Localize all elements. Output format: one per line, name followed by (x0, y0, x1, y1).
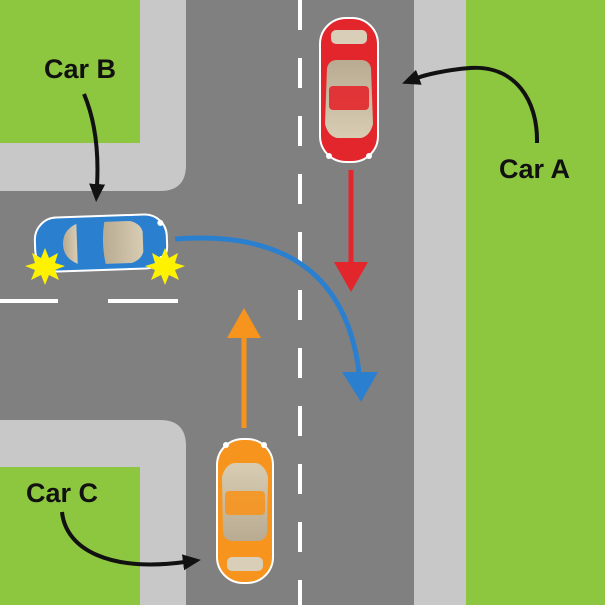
lane-markings (0, 0, 302, 605)
direction-arrow-b (174, 235, 378, 402)
car-c (216, 438, 274, 584)
car-a (319, 17, 379, 163)
collision-stars (25, 248, 185, 285)
car-b-label: Car B (44, 54, 116, 84)
sidewalk-side-bottom (0, 420, 186, 467)
car-c-label: Car C (26, 478, 98, 508)
sidewalk-side-top (0, 143, 186, 191)
collision-star-icon-left (25, 248, 65, 285)
pointer-arrow-icon-a (402, 65, 540, 144)
pointer-arrows (60, 65, 540, 571)
pointer-arrow-icon-b (82, 93, 106, 202)
direction-arrow-c (227, 308, 261, 428)
side-road (0, 165, 186, 446)
sidewalk-right-main (414, 0, 466, 605)
direction-arrow-a (334, 170, 368, 292)
car-b (33, 213, 169, 273)
grass-corner-top-left (0, 0, 140, 143)
pointer-arrow-icon-c (60, 511, 201, 571)
collision-star-icon-right (145, 248, 185, 285)
car-a-label: Car A (499, 154, 570, 184)
